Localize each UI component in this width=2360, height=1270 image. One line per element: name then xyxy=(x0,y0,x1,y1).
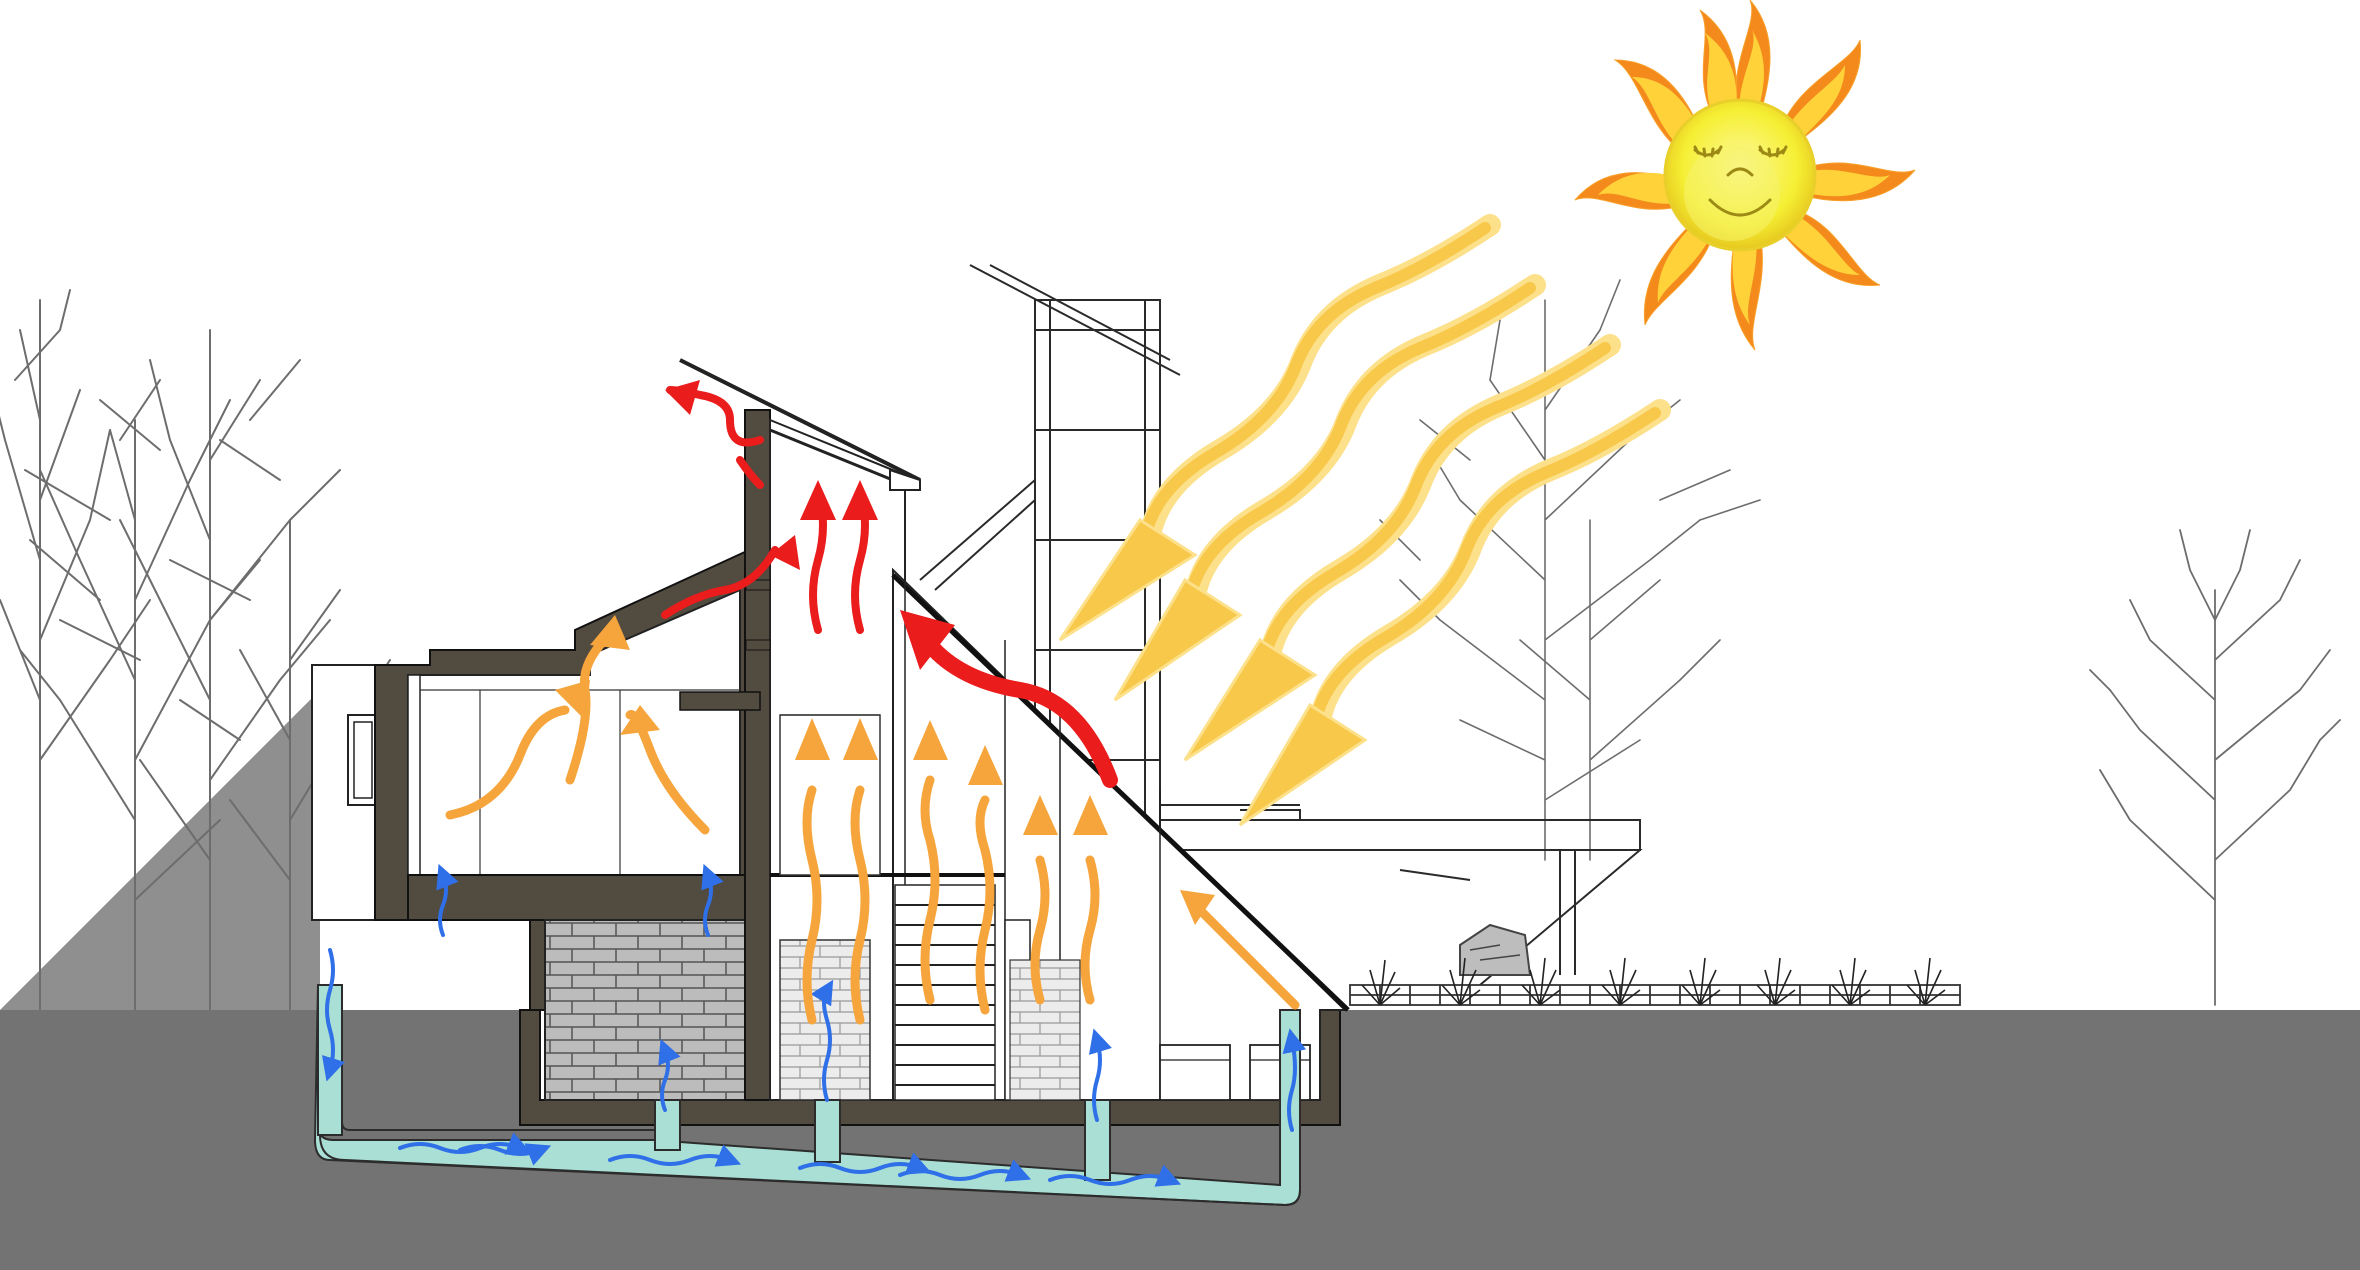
building-shadow xyxy=(0,690,320,1010)
warm-air-arrow xyxy=(1190,900,1300,1010)
cool-air-arrow xyxy=(458,1143,552,1166)
sun-ray xyxy=(1259,342,1611,664)
warm-air-arrow xyxy=(445,705,570,820)
cool-air-arrow xyxy=(1088,1028,1112,1122)
cool-air-flow xyxy=(321,863,1307,1187)
warm-air-arrow xyxy=(1030,855,1050,1005)
ground xyxy=(0,1010,2360,1270)
main-building xyxy=(679,358,1350,1101)
cool-air-arrow xyxy=(810,979,834,1102)
cool-air-arrow xyxy=(321,948,345,1082)
cool-air-arrow xyxy=(1282,1028,1307,1132)
hot-air-arrow xyxy=(922,637,1118,788)
planter-wall xyxy=(1349,984,1961,1006)
stone-pile xyxy=(1459,923,1532,976)
warm-air-arrow xyxy=(850,785,870,1025)
shrub-icon xyxy=(1361,957,1946,1006)
sun-ray xyxy=(1309,407,1661,729)
hot-air-arrow xyxy=(661,546,779,619)
hot-air-arrow xyxy=(736,456,764,489)
tree-icon xyxy=(2089,529,2341,1006)
cool-air-arrow xyxy=(701,863,724,937)
warm-air-arrow xyxy=(920,775,940,1005)
warm-air-flow xyxy=(445,615,1300,1025)
cool-air-arrow xyxy=(898,1159,1032,1182)
sun-ray xyxy=(1184,282,1536,604)
sun-rays xyxy=(1058,214,1671,827)
cool-air-arrow xyxy=(436,863,459,937)
tree-icon xyxy=(1379,279,1761,861)
hot-air-flow xyxy=(661,380,1118,788)
warm-air-arrow xyxy=(975,795,995,1015)
sun-icon xyxy=(1574,0,1916,351)
warm-air-arrow xyxy=(1080,855,1100,1005)
cool-air-arrow xyxy=(398,1132,532,1155)
cool-air-arrow xyxy=(658,1038,681,1112)
cool-air-arrow xyxy=(1048,1164,1182,1187)
cool-air-arrow xyxy=(798,1152,932,1175)
cool-air-arrow xyxy=(608,1144,742,1167)
sun-ray xyxy=(1139,222,1491,544)
warm-air-arrow xyxy=(802,785,822,1025)
